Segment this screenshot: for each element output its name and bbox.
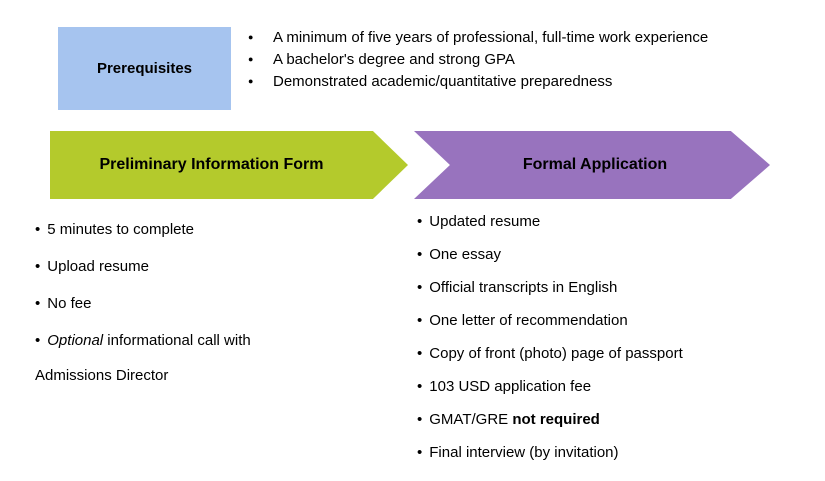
preliminary-stage-item-text: 5 minutes to complete	[47, 221, 195, 238]
formal-stage-list-item: • Copy of front (photo) page of passport	[417, 337, 789, 370]
bullet-icon: •	[417, 312, 423, 329]
formal-stage-list-item: • Official transcripts in English	[417, 271, 789, 304]
bullet-icon: •	[35, 332, 41, 349]
preliminary-stage-list-item: • 5 minutes to complete	[35, 212, 323, 247]
formal-stage-arrow-label: Formal Application	[522, 156, 668, 173]
bullet-icon: ●	[248, 54, 254, 64]
formal-stage-item-text: One letter of recommendation	[429, 312, 628, 329]
bullet-icon: •	[35, 258, 41, 275]
preliminary-stage-item-text: No fee	[47, 295, 92, 312]
bullet-icon: •	[417, 279, 423, 296]
formal-stage-list-item: • One essay	[417, 238, 789, 271]
bullet-icon: •	[35, 295, 41, 312]
bullet-icon: •	[417, 246, 423, 263]
preliminary-stage-item-text: Upload resume	[47, 258, 149, 275]
formal-stage-item-text: Copy of front (photo) page of passport	[429, 345, 683, 362]
preliminary-stage-arrow: Preliminary Information Form	[50, 131, 408, 199]
formal-stage-item-text: GMAT/GRE not required	[429, 411, 600, 428]
prerequisites-list-item: ● A bachelor's degree and strong GPA	[248, 49, 713, 70]
bullet-icon: •	[417, 411, 423, 428]
prerequisites-list: ● A minimum of five years of professiona…	[248, 27, 713, 93]
bullet-icon: •	[417, 345, 423, 362]
formal-stage-item-text: 103 USD application fee	[429, 378, 592, 395]
prerequisites-box-label: Prerequisites	[96, 60, 193, 77]
bullet-icon: •	[417, 378, 423, 395]
formal-stage-list-item: • Updated resume	[417, 205, 789, 238]
preliminary-stage-list: • 5 minutes to complete • Upload resume • N…	[35, 212, 323, 395]
formal-stage-item-text: Official transcripts in English	[429, 279, 618, 296]
formal-stage-list: • Updated resume • One essay • Official tra…	[417, 205, 789, 469]
formal-stage-list-item: • Final interview (by invitation)	[417, 436, 789, 469]
prerequisites-list-item: ● Demonstrated academic/quantitative pre…	[248, 71, 713, 92]
formal-stage-item-text: One essay	[429, 246, 501, 263]
bullet-icon: ●	[248, 76, 254, 86]
preliminary-stage-arrow-label: Preliminary Information Form	[99, 156, 324, 173]
bullet-icon: •	[35, 221, 41, 238]
formal-stage-list-item: • 103 USD application fee	[417, 370, 789, 403]
formal-stage-list-item: • GMAT/GRE not required	[417, 403, 789, 436]
preliminary-stage-list-item: • Upload resume	[35, 249, 323, 284]
prerequisites-item-text: A minimum of five years of professional,…	[273, 29, 709, 46]
prerequisites-list-item: ● A minimum of five years of professiona…	[248, 27, 713, 48]
bullet-icon: ●	[248, 32, 254, 42]
prerequisites-item-text: Demonstrated academic/quantitative prepa…	[273, 73, 613, 90]
preliminary-stage-list-item: • No fee	[35, 286, 323, 321]
prerequisites-box: Prerequisites	[58, 27, 231, 110]
formal-stage-item-text: Updated resume	[429, 213, 541, 230]
prerequisites-item-text: A bachelor's degree and strong GPA	[273, 51, 515, 68]
preliminary-stage-item-text: Optional informational call with Admissi…	[35, 332, 251, 384]
formal-stage-arrow: Formal Application	[414, 131, 770, 199]
bullet-icon: •	[417, 444, 423, 461]
formal-stage-list-item: • One letter of recommendation	[417, 304, 789, 337]
preliminary-stage-list-item: •Optional informational call with Admiss…	[35, 323, 323, 393]
bullet-icon: •	[417, 213, 423, 230]
formal-stage-item-text: Final interview (by invitation)	[429, 444, 619, 461]
